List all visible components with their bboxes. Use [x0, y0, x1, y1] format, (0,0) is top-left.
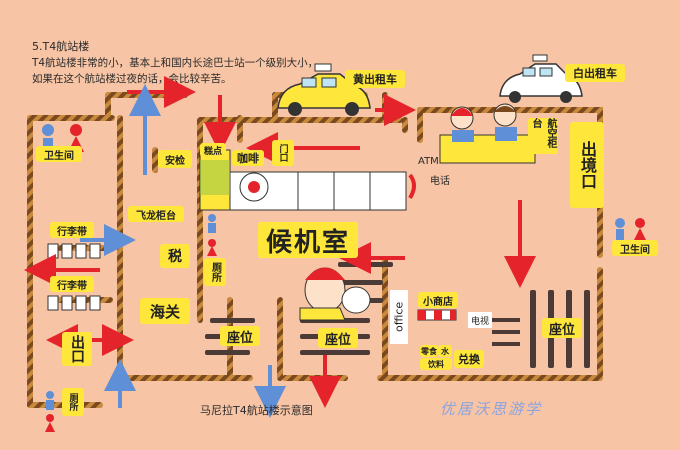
label-drinks: 饮料: [420, 358, 452, 370]
label-exit: 出口: [62, 332, 92, 366]
label-water: 水: [438, 345, 452, 357]
label-seat-2: 座位: [318, 328, 358, 348]
label-phone: 电话: [430, 176, 450, 187]
restroom-icon-right: [615, 218, 646, 240]
label-luggage-1: 行李带: [50, 222, 94, 238]
blue-flow-arrows: [80, 84, 286, 418]
label-yellow-taxi: 黄出租车: [345, 70, 405, 88]
traveler-sleeping-icon: [299, 267, 371, 321]
restroom-icon-mid: [207, 214, 217, 256]
label-exit-right: 出境口: [570, 122, 604, 208]
shop-shelves: [492, 318, 520, 346]
label-gate: 门口: [272, 140, 294, 166]
label-checkin-fly: 飞龙柜台: [128, 206, 184, 222]
label-customs: 海关: [140, 298, 190, 324]
label-tax: 税: [160, 244, 190, 268]
label-luggage-2: 行李带: [50, 276, 94, 292]
label-seat-1: 座位: [220, 326, 260, 346]
intro-line-1: T4航站楼非常的小，基本上和国内长途巴士站一个级别大小，: [32, 57, 319, 69]
label-restroom-left: 卫生间: [36, 146, 82, 162]
restroom-icon-bottom: [45, 391, 55, 432]
phone-icon: [408, 173, 416, 200]
label-snack: 糕点: [200, 143, 226, 157]
map-caption: 马尼拉T4航站楼示意图: [200, 404, 313, 417]
label-shop: 小商店: [418, 292, 458, 308]
map-title: 5.T4航站楼: [32, 40, 90, 53]
label-exchange: 兑换: [454, 350, 484, 368]
label-counter-air: 航空柜台: [528, 118, 558, 154]
label-restroom-bottom: 厕所: [62, 388, 84, 416]
label-waiting-room: 候机室: [258, 222, 358, 258]
label-seat-3: 座位: [542, 318, 582, 338]
label-atm: ATM: [418, 156, 439, 167]
label-restroom-mid: 厕所: [204, 258, 226, 286]
white-taxi-icon: [499, 54, 583, 103]
label-restroom-right: 卫生间: [612, 240, 658, 256]
food-icon: [248, 181, 260, 193]
label-white-taxi: 白出租车: [565, 64, 625, 82]
label-security: 安检: [158, 150, 192, 168]
label-office: office: [390, 290, 408, 344]
security-area: [200, 160, 230, 195]
label-coffee: 咖啡: [232, 150, 264, 166]
label-snack-water: 零食: [420, 345, 438, 357]
label-tv: 电视: [468, 312, 492, 328]
shop-awning-icon: [417, 309, 457, 321]
watermark-text: 优居沃思游学: [440, 400, 543, 418]
luggage-belt-icons: [47, 243, 101, 311]
counter-staff-icon: [439, 103, 536, 164]
